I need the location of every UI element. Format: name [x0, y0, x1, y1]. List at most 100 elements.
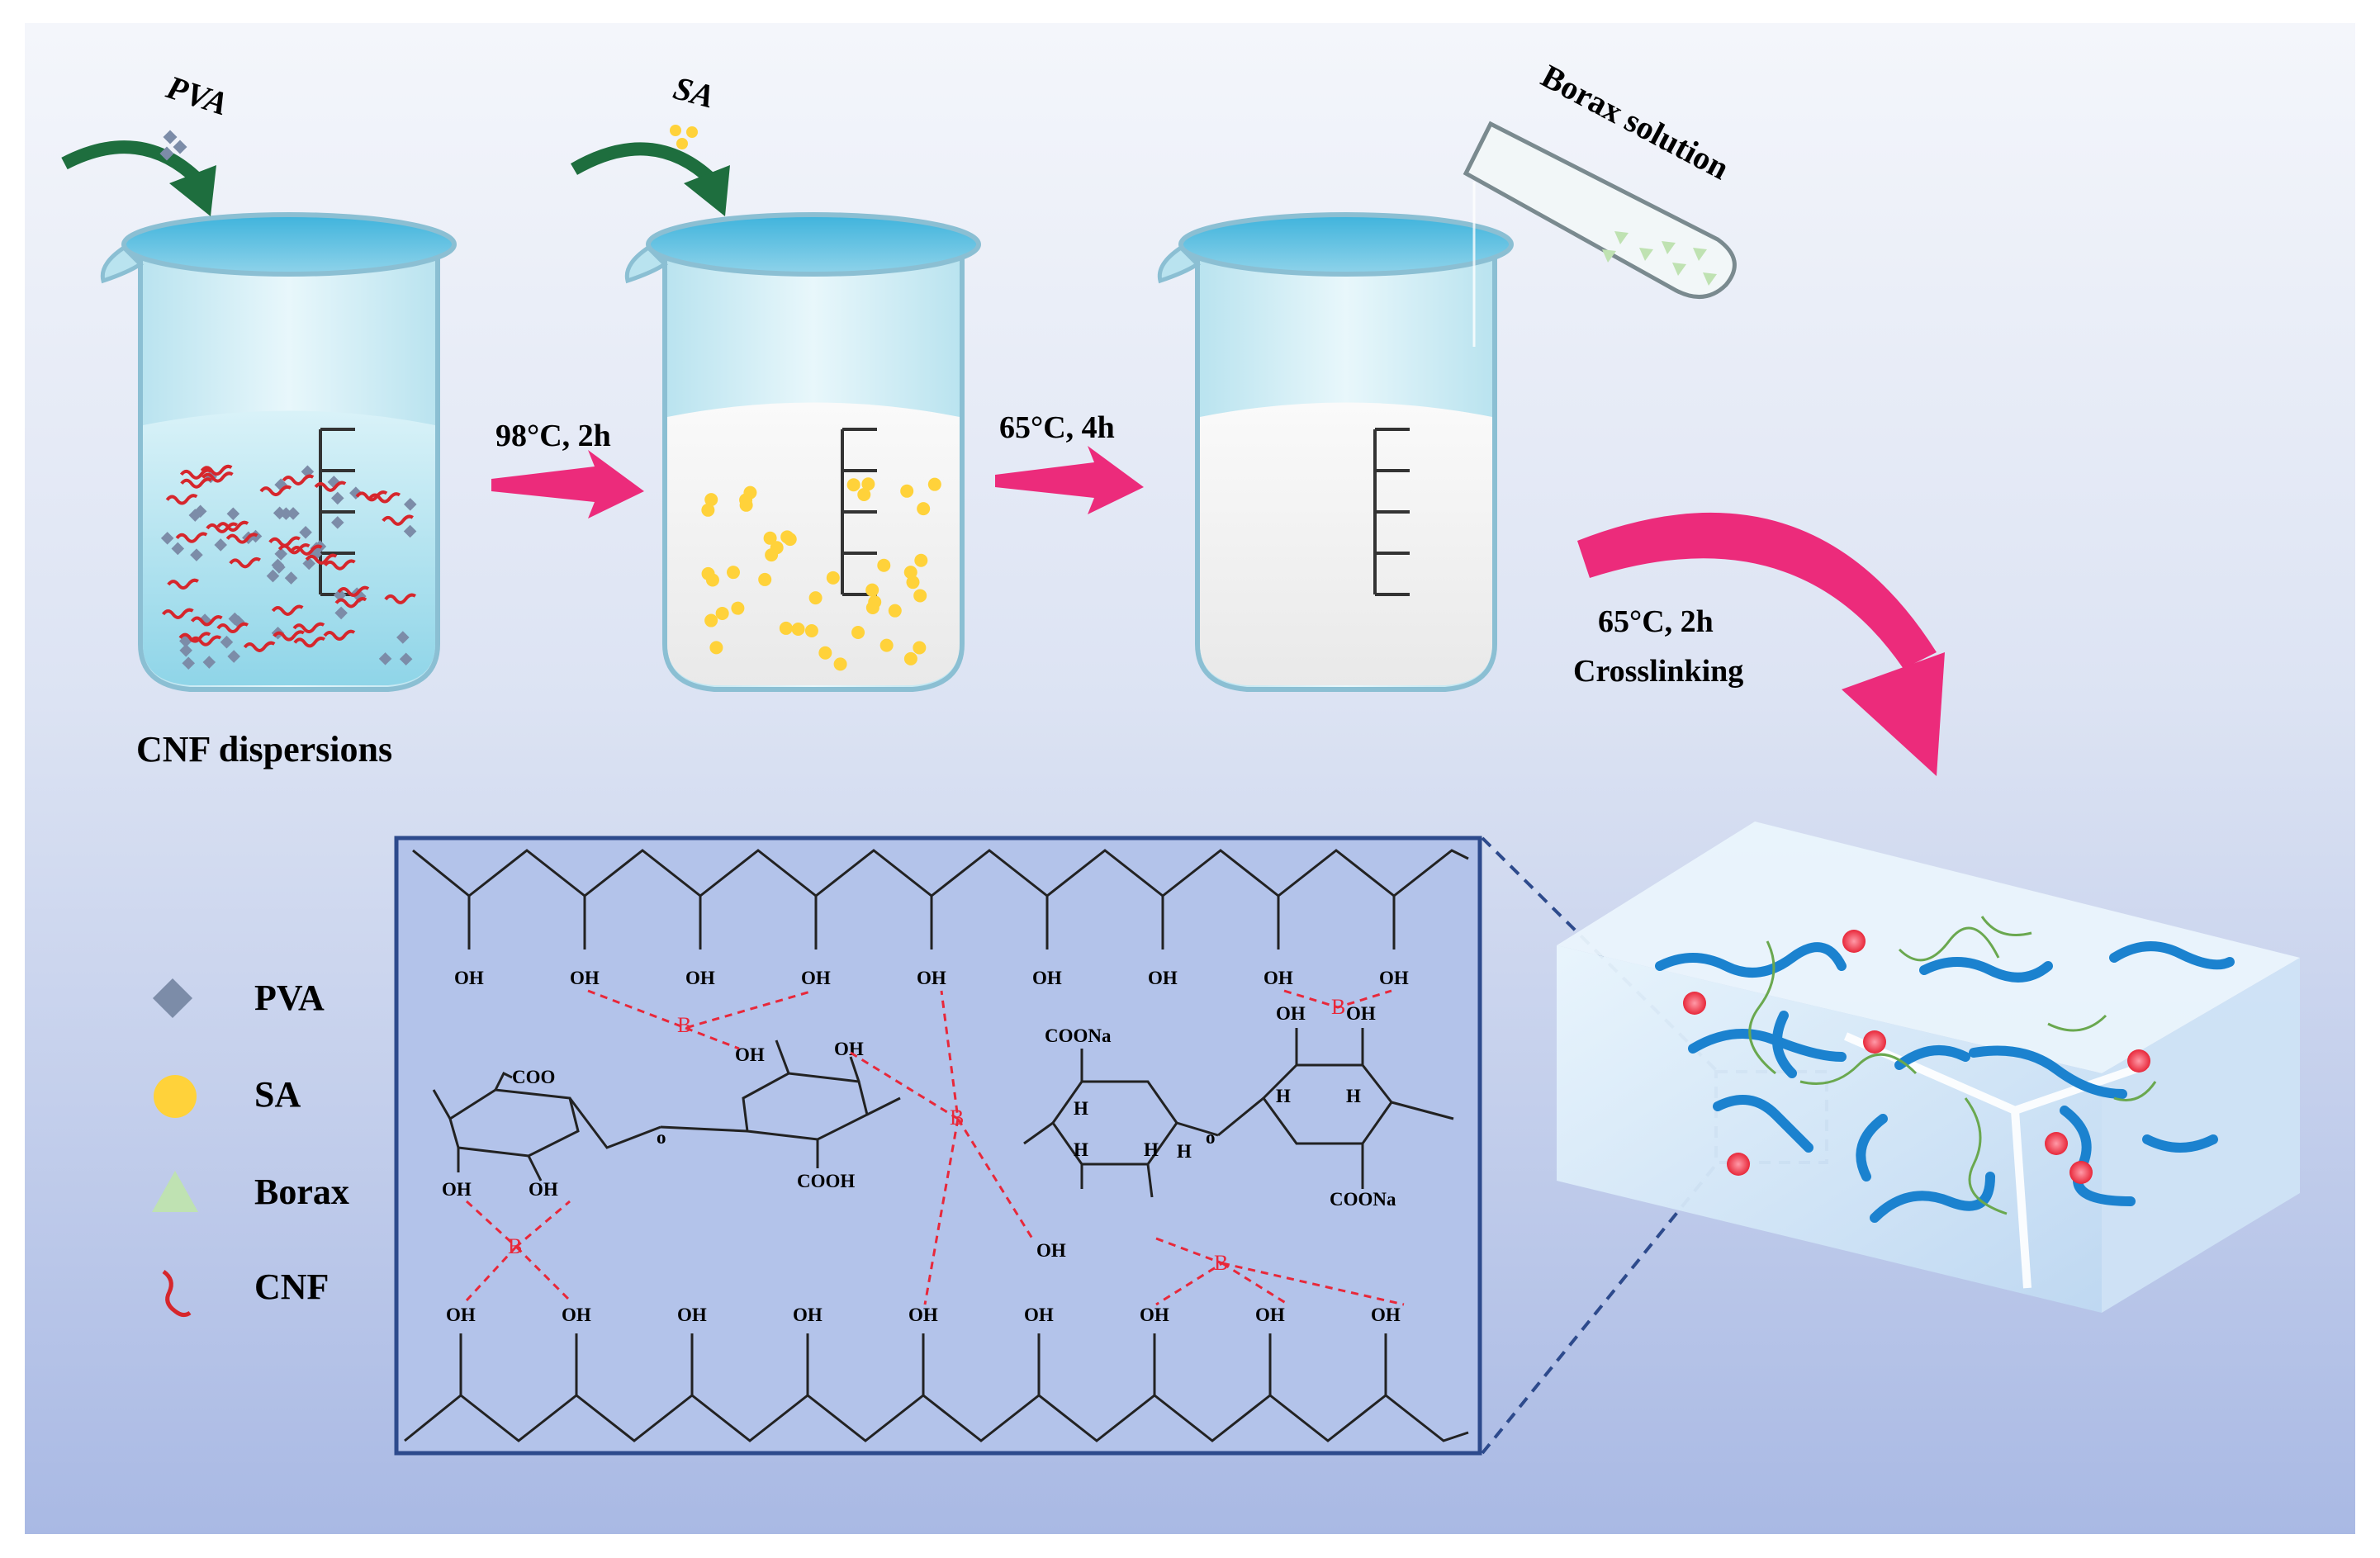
svg-text:o: o [1206, 1127, 1216, 1148]
svg-text:OH: OH [1371, 1305, 1401, 1325]
pva-backbone-bottom [404, 1394, 1469, 1442]
svg-text:COOH: COOH [797, 1171, 855, 1191]
svg-text:B: B [1214, 1251, 1228, 1275]
svg-text:OH: OH [735, 1044, 765, 1065]
svg-text:B: B [1331, 995, 1345, 1019]
svg-text:COONa: COONa [1330, 1189, 1396, 1210]
cnf-particle [273, 630, 305, 642]
sa-particle [709, 641, 723, 655]
sa-particle [704, 613, 718, 627]
sa-particle [903, 651, 917, 665]
legend-sa-label: SA [254, 1074, 301, 1115]
svg-text:OH: OH [446, 1305, 476, 1325]
svg-text:OH: OH [1032, 968, 1062, 988]
sa-particle [927, 477, 941, 491]
cnf-particle [382, 514, 414, 526]
cnf-particle [189, 635, 222, 646]
pva-top-oh-labels: OH OH OH OH OH OH OH OH OH [454, 968, 1409, 988]
svg-text:OH: OH [917, 968, 946, 988]
polymer-chain [1748, 940, 1776, 1075]
cnf-fiber [2142, 1134, 2218, 1153]
beaker-cnf-dispersion [100, 212, 457, 692]
svg-text:H: H [1074, 1098, 1088, 1119]
cnf-particle [271, 604, 304, 616]
hydrogel-cube [1557, 822, 2300, 1313]
sa-particle [715, 606, 729, 620]
legend-sa-icon [154, 1075, 197, 1118]
sa-particle [865, 583, 879, 597]
pva-particle [193, 504, 207, 519]
svg-text:OH: OH [1276, 1003, 1306, 1024]
cnf-fiber [1919, 957, 2053, 983]
green-arrowhead-1 [169, 165, 216, 216]
svg-text:OH: OH [1148, 968, 1178, 988]
svg-text:OH: OH [1263, 968, 1293, 988]
svg-text:OH: OH [454, 968, 484, 988]
sa-particle [851, 626, 865, 640]
svg-text:H: H [1177, 1141, 1192, 1162]
svg-text:H: H [1276, 1086, 1291, 1106]
cnf-fiber [1713, 1095, 1813, 1153]
cnf-particle [200, 464, 233, 476]
borate-crosslink-point [1842, 930, 1866, 953]
cnf-particle [175, 532, 208, 543]
cnf-fiber [1772, 1011, 1797, 1078]
svg-text:H: H [1144, 1139, 1159, 1160]
borax-test-tube [1463, 121, 1737, 347]
legend: PVA SA Borax CNF [152, 978, 349, 1318]
svg-text:OH: OH [529, 1179, 558, 1200]
sa-particle [917, 502, 931, 516]
cnf-particle [201, 471, 234, 483]
step-label-3-line1: 65°C, 2h [1598, 604, 1714, 639]
sa-particle [879, 638, 894, 652]
svg-text:OH: OH [1036, 1240, 1066, 1261]
sa-particle [865, 600, 879, 614]
cnf-particle [180, 477, 212, 489]
cnf-particle [268, 536, 301, 547]
borate-crosslink-point [2127, 1049, 2150, 1073]
svg-text:OH: OH [677, 1305, 707, 1325]
svg-text:OH: OH [562, 1305, 591, 1325]
svg-text:OH: OH [1255, 1305, 1285, 1325]
cnf-fiber-network [1655, 916, 2235, 1223]
legend-borax-icon [152, 1171, 198, 1212]
polymer-chain [1980, 916, 2032, 936]
cnf-particle [368, 492, 401, 504]
legend-cnf-label: CNF [254, 1267, 329, 1307]
sa-particle [731, 601, 745, 615]
green-addition-arrow-2 [570, 142, 717, 185]
beaker-borax-mixing [1157, 212, 1514, 692]
sa-particle [906, 575, 920, 590]
sa-particle [826, 571, 840, 585]
polymer-chain [2113, 1081, 2157, 1101]
sa-particle [888, 604, 902, 618]
cnf-fiber [1655, 942, 1847, 978]
cnf-fiber [1856, 1114, 1888, 1182]
cnf-particle [355, 490, 388, 502]
sa-particle [861, 477, 875, 491]
borate-crosslink-point [1727, 1153, 1750, 1176]
sa-particle [846, 478, 860, 492]
svg-text:OH: OH [570, 968, 600, 988]
cnf-fiber [1870, 1172, 1995, 1223]
svg-text:OH: OH [1346, 1003, 1376, 1024]
svg-text:o: o [657, 1127, 666, 1148]
svg-text:OH: OH [685, 968, 715, 988]
cnf-particle [384, 593, 417, 604]
borate-crosslink-point [1683, 992, 1706, 1015]
svg-text:B: B [508, 1234, 522, 1258]
pva-bottom-oh-labels: OH OH OH OH OH OH OH OH OH [446, 1305, 1401, 1325]
svg-text:COONa: COONa [1045, 1025, 1112, 1046]
cnf-particle [167, 578, 199, 590]
borate-crosslink-point [2069, 1161, 2093, 1184]
sa-particle [704, 493, 718, 507]
cnf-particle [293, 637, 326, 648]
sa-particle [914, 553, 928, 567]
pva-particle [179, 644, 192, 657]
cnf-particle [314, 481, 347, 492]
cnf-particle [243, 641, 276, 652]
sa-particle [763, 531, 777, 545]
pva-bottom-pendant-bonds [459, 1333, 1387, 1395]
cnf-particle [165, 494, 198, 505]
